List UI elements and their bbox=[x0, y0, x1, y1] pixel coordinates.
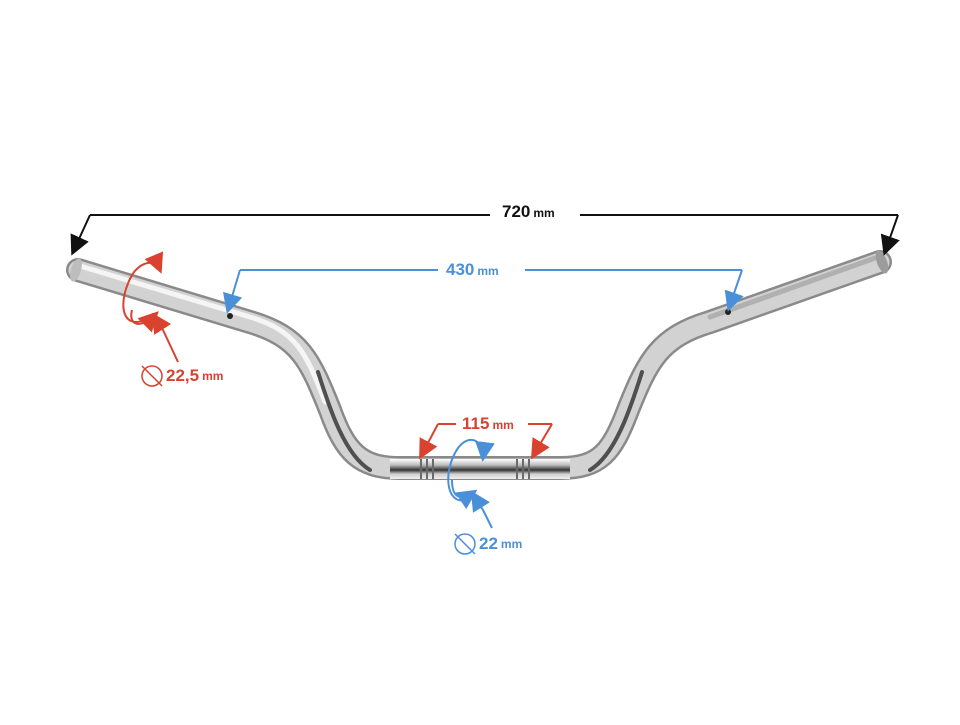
clamp-knurl-rings bbox=[420, 459, 530, 479]
grip-diameter-indicator bbox=[122, 251, 179, 363]
grip-spacing-dimension bbox=[223, 269, 744, 314]
diameter-icon bbox=[454, 533, 476, 555]
clamp-width-dimension bbox=[419, 423, 553, 460]
overall-width-dimension bbox=[70, 214, 900, 256]
diameter-icon bbox=[141, 365, 163, 387]
handlebar bbox=[66, 250, 892, 480]
clamp-diameter-indicator bbox=[447, 438, 495, 529]
